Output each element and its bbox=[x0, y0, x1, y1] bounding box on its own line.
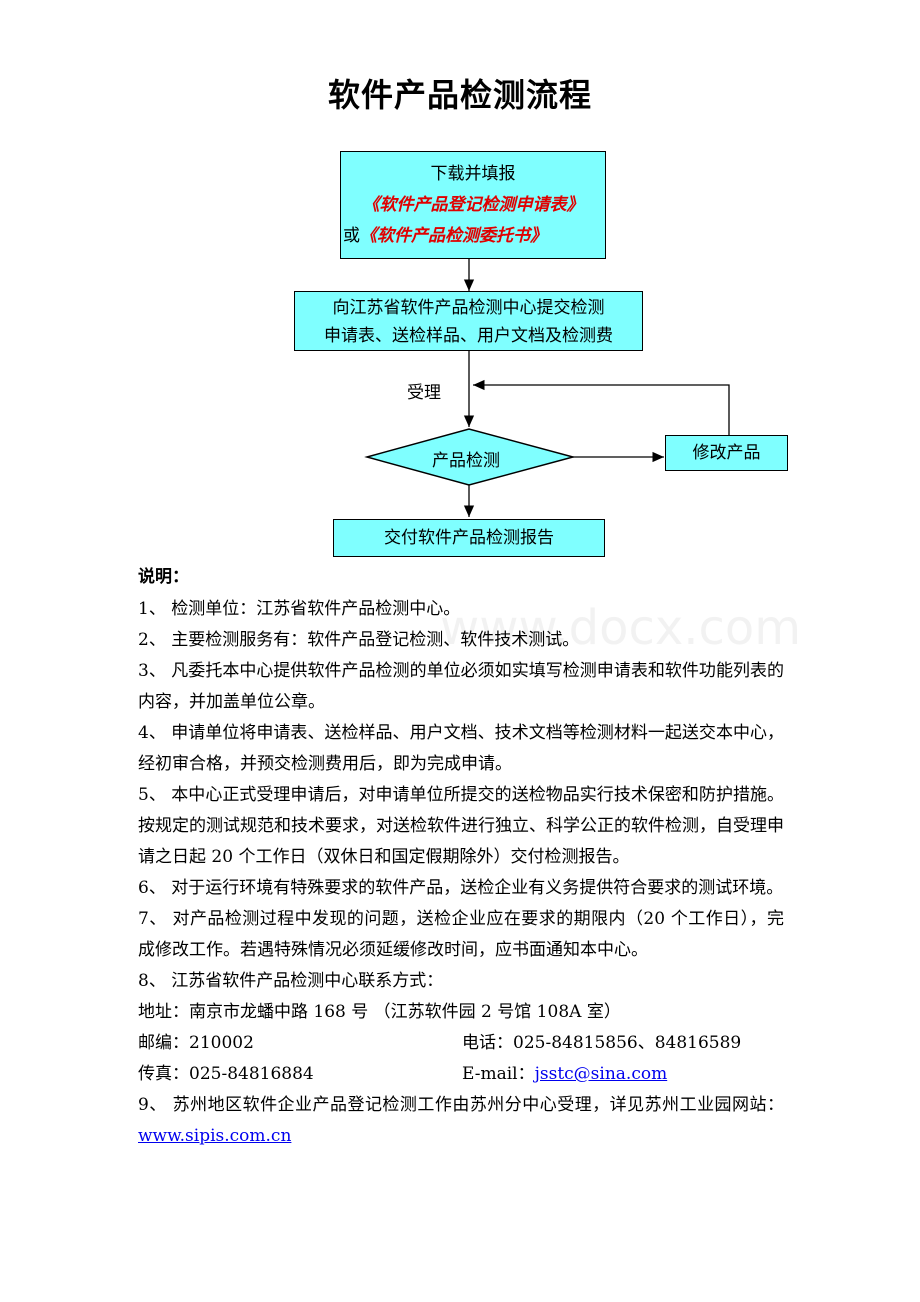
box1-line1: 下载并填报 bbox=[430, 164, 516, 184]
notes-title: 说明： bbox=[138, 567, 189, 587]
box2-line1: 向江苏省软件产品检测中心提交检测 bbox=[332, 298, 605, 318]
email-row: E-mail：jsstc@sina.com bbox=[462, 1059, 667, 1090]
note-6: 6、 对于运行环境有特殊要求的软件产品，送检企业有义务提供符合要求的测试环境。 bbox=[138, 878, 784, 898]
note-4: 4、 申请单位将申请表、送检样品、用户文档、技术文档等检测材料一起送交本中心，经… bbox=[138, 723, 784, 774]
box1-form1: 《软件产品登记检测申请表》 bbox=[362, 195, 584, 215]
website-link[interactable]: www.sipis.com.cn bbox=[138, 1126, 292, 1146]
email-link[interactable]: jsstc@sina.com bbox=[534, 1064, 668, 1084]
box1-form2: 《软件产品检测委托书》 bbox=[360, 226, 547, 246]
box1-or: 或 bbox=[343, 226, 360, 246]
postcode: 邮编：210002 bbox=[138, 1033, 254, 1053]
box1-line3: 或《软件产品检测委托书》 bbox=[341, 221, 605, 252]
diamond-label: 产品检测 bbox=[432, 451, 500, 471]
download-form-box: 下载并填报 《软件产品登记检测申请表》 或《软件产品检测委托书》 bbox=[340, 151, 606, 259]
note-7: 7、 对产品检测过程中发现的问题，送检企业应在要求的期限内（20 个工作日），完… bbox=[138, 909, 784, 960]
note-2: 2、 主要检测服务有：软件产品登记检测、软件技术测试。 bbox=[138, 630, 580, 650]
notes-section: 1、 检测单位：江苏省软件产品检测中心。 2、 主要检测服务有：软件产品登记检测… bbox=[138, 594, 784, 1152]
address: 地址：南京市龙蟠中路 168 号 （江苏软件园 2 号馆 108A 室） bbox=[138, 1002, 621, 1022]
page-title: 软件产品检测流程 bbox=[327, 76, 592, 114]
final-report-box: 交付软件产品检测报告 bbox=[333, 519, 605, 557]
note-8: 8、 江苏省软件产品检测中心联系方式： bbox=[138, 971, 444, 991]
fax-email-row: 传真：025-84816884 E-mail：jsstc@sina.com bbox=[138, 1059, 784, 1090]
note-1: 1、 检测单位：江苏省软件产品检测中心。 bbox=[138, 599, 461, 619]
note-5: 5、 本中心正式受理申请后，对申请单位所提交的送检物品实行技术保密和防护措施。按… bbox=[138, 785, 784, 867]
postcode-phone-row: 邮编：210002 电话：025-84815856、84816589 bbox=[138, 1028, 784, 1059]
final-label: 交付软件产品检测报告 bbox=[384, 528, 554, 548]
arrow-modify-loop bbox=[473, 379, 730, 435]
phone: 电话：025-84815856、84816589 bbox=[462, 1033, 742, 1053]
flowchart-connectors bbox=[364, 258, 730, 517]
modify-box: 修改产品 bbox=[665, 435, 788, 471]
box2-line2: 申请表、送检样品、用户文档及检测费 bbox=[324, 326, 613, 346]
note-9: 9、 苏州地区软件企业产品登记检测工作由苏州分中心受理，详见苏州工业园网站： ww… bbox=[138, 1090, 784, 1152]
accept-label: 受理 bbox=[407, 383, 441, 403]
modify-label: 修改产品 bbox=[692, 443, 761, 463]
note-9-text: 9、 苏州地区软件企业产品登记检测工作由苏州分中心受理，详见苏州工业园网站： bbox=[138, 1095, 784, 1115]
note-3: 3、 凡委托本中心提供软件产品检测的单位必须如实填写检测申请表和软件功能列表的内… bbox=[138, 661, 784, 712]
email-label: E-mail： bbox=[462, 1064, 535, 1084]
fax: 传真：025-84816884 bbox=[138, 1064, 314, 1084]
submit-box: 向江苏省软件产品检测中心提交检测 申请表、送检样品、用户文档及检测费 bbox=[294, 291, 643, 351]
